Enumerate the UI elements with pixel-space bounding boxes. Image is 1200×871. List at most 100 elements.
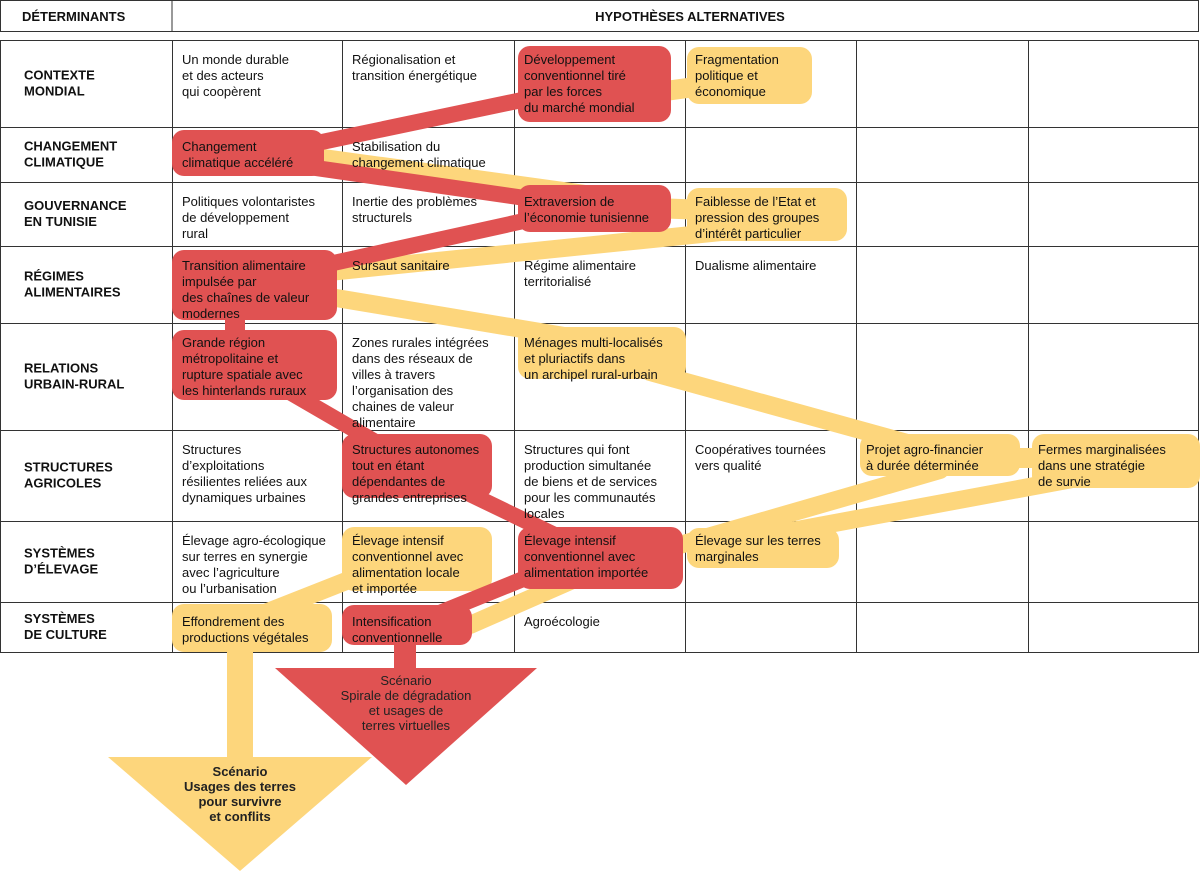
cell-text: alimentaire: [352, 415, 416, 430]
row-label: RELATIONS: [24, 361, 98, 376]
cell-text: dynamiques urbaines: [182, 490, 306, 505]
row-label: SYSTÈMES: [24, 611, 95, 626]
cell-text: Coopératives tournées: [695, 442, 826, 457]
cell-text: de développement: [182, 210, 289, 225]
red-scenario-label: Scénario: [380, 673, 431, 688]
row-label: CONTEXTE: [24, 68, 95, 83]
yellow-pill: [860, 434, 1020, 476]
cell-text: sur terres en synergie: [182, 549, 308, 564]
cell-text: Régionalisation et: [352, 52, 456, 67]
cell-text: territorialisé: [524, 274, 591, 289]
cell-text: ou l’urbanisation: [182, 581, 277, 596]
cell-text: dépendantes de: [352, 474, 445, 489]
row-label: D’ÉLEVAGE: [24, 562, 98, 577]
cell-text: vers qualité: [695, 458, 761, 473]
yellow-pill: [342, 527, 492, 591]
red-pill: [172, 330, 337, 400]
red-pill: [342, 434, 492, 498]
cell-text: Grande région: [182, 335, 265, 350]
cell-text: des chaînes de valeur: [182, 290, 310, 305]
yellow-pill: [1032, 434, 1200, 488]
cell-text: un archipel rural-urbain: [524, 367, 658, 382]
cell-text: alimentation locale: [352, 565, 460, 580]
cell-text: avec l’agriculture: [182, 565, 280, 580]
cell-text: structurels: [352, 210, 412, 225]
table-frame: [0, 40, 1199, 653]
cell-text: chaines de valeur: [352, 399, 455, 414]
cell-text: grandes entreprises: [352, 490, 467, 505]
cell-text: qui coopèrent: [182, 84, 261, 99]
cell-text: Stabilisation du: [352, 139, 440, 154]
cell-text: Extraversion de: [524, 194, 614, 209]
cell-text: pour les communautés: [524, 490, 656, 505]
yellow-pill: [687, 188, 847, 241]
cell-text: de biens et de services: [524, 474, 657, 489]
cell-text: conventionnel avec: [352, 549, 464, 564]
row-label: AGRICOLES: [24, 476, 102, 491]
cell-text: Développement: [524, 52, 615, 67]
cell-text: d’exploitations: [182, 458, 265, 473]
cell-text: métropolitaine et: [182, 351, 278, 366]
red-pill: [518, 46, 671, 122]
cell-text: Sursaut sanitaire: [352, 258, 450, 273]
cell-text: rupture spatiale avec: [182, 367, 303, 382]
cell-text: Structures autonomes: [352, 442, 480, 457]
cell-text: production simultanée: [524, 458, 651, 473]
cell-text: climatique accéléré: [182, 155, 293, 170]
row-label: SYSTÈMES: [24, 546, 95, 561]
yellow-scenario-label: Scénario: [213, 764, 268, 779]
cell-text: conventionnel avec: [524, 549, 636, 564]
cell-text: Intensification: [352, 614, 432, 629]
cell-text: Effondrement des: [182, 614, 285, 629]
cell-text: impulsée par: [182, 274, 257, 289]
cell-text: Élevage intensif: [352, 533, 444, 548]
cell-text: Élevage intensif: [524, 533, 616, 548]
cell-text: Régime alimentaire: [524, 258, 636, 273]
row-label: STRUCTURES: [24, 460, 113, 475]
cell-text: Élevage agro-écologique: [182, 533, 326, 548]
cell-text: d’intérêt particulier: [695, 226, 802, 241]
cell-text: résilientes reliées aux: [182, 474, 308, 489]
cell-text: villes à travers: [352, 367, 436, 382]
yellow-pill: [172, 604, 332, 652]
cell-text: de survie: [1038, 474, 1091, 489]
red-pill: [518, 527, 683, 589]
cell-text: et importée: [352, 581, 417, 596]
cell-text: à durée déterminée: [866, 458, 979, 473]
yellow-scenario-label: et conflits: [209, 809, 270, 824]
cell-text: Zones rurales intégrées: [352, 335, 489, 350]
row-label: CHANGEMENT: [24, 139, 117, 154]
cell-text: dans une stratégie: [1038, 458, 1145, 473]
cell-text: Transition alimentaire: [182, 258, 306, 273]
cell-text: conventionnelle: [352, 630, 442, 645]
header-determinants: DÉTERMINANTS: [22, 9, 126, 24]
cell-text: Structures qui font: [524, 442, 630, 457]
cell-text: Structures: [182, 442, 242, 457]
cell-text: du marché mondial: [524, 100, 635, 115]
yellow-pill: [687, 47, 812, 104]
row-label: CLIMATIQUE: [24, 155, 104, 170]
row-label: DE CULTURE: [24, 627, 107, 642]
red-scenario-arrow: [275, 668, 537, 785]
cell-text: économique: [695, 84, 766, 99]
row-label: MONDIAL: [24, 84, 85, 99]
header-hypotheses: HYPOTHÈSES ALTERNATIVES: [595, 9, 785, 24]
yellow-scenario-label: Usages des terres: [184, 779, 296, 794]
cell-text: par les forces: [524, 84, 603, 99]
cell-text: les hinterlands ruraux: [182, 383, 307, 398]
red-scenario-label: et usages de: [369, 703, 443, 718]
cell-text: Projet agro-financier: [866, 442, 984, 457]
cell-text: Un monde durable: [182, 52, 289, 67]
yellow-pill: [518, 327, 686, 379]
cell-text: Élevage sur les terres: [695, 533, 821, 548]
cell-text: Politiques volontaristes: [182, 194, 315, 209]
yellow-scenario-label: pour survivre: [198, 794, 281, 809]
yellow-scenario-path: [108, 47, 1200, 871]
cell-text: pression des groupes: [695, 210, 820, 225]
red-pill: [172, 130, 324, 176]
row-label: RÉGIMES: [24, 269, 84, 284]
header-frame: [0, 0, 1199, 32]
cell-text: productions végétales: [182, 630, 309, 645]
cell-text: politique et: [695, 68, 758, 83]
